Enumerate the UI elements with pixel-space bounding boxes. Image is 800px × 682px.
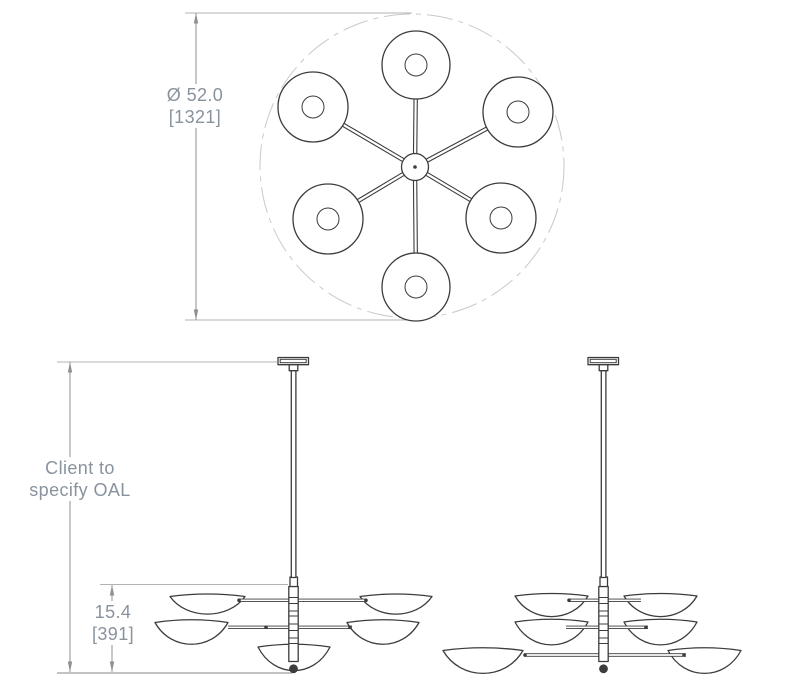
front-column <box>277 356 310 674</box>
shades-plan <box>277 30 554 322</box>
oal-note-line1: Client to <box>45 458 115 478</box>
diameter-dimension-label: Ø 52.0 [1321] <box>160 84 230 128</box>
oal-note-line2: specify OAL <box>29 480 131 500</box>
center-hub <box>400 152 430 182</box>
front-arms <box>228 598 368 630</box>
tier-height-inches: 15.4 <box>94 602 132 622</box>
side-bowl-shades <box>442 592 742 674</box>
side-column <box>587 356 620 674</box>
diameter-value-mm: [1321] <box>168 107 222 127</box>
side-arms <box>523 598 686 657</box>
tier-height-mm: [391] <box>91 624 135 644</box>
top-view-drawing <box>185 12 565 322</box>
diameter-value-inches: Ø 52.0 <box>166 85 224 105</box>
side-elevation-drawing <box>442 356 742 674</box>
oal-dimension <box>57 361 292 674</box>
finial-ball <box>289 664 298 674</box>
diameter-dimension <box>185 12 415 321</box>
finial-ball <box>599 664 608 674</box>
tier-height-dimension-label: 15.4 [391] <box>83 601 143 645</box>
oal-dimension-label: Client to specify OAL <box>20 457 140 501</box>
front-elevation-drawing <box>57 356 433 674</box>
